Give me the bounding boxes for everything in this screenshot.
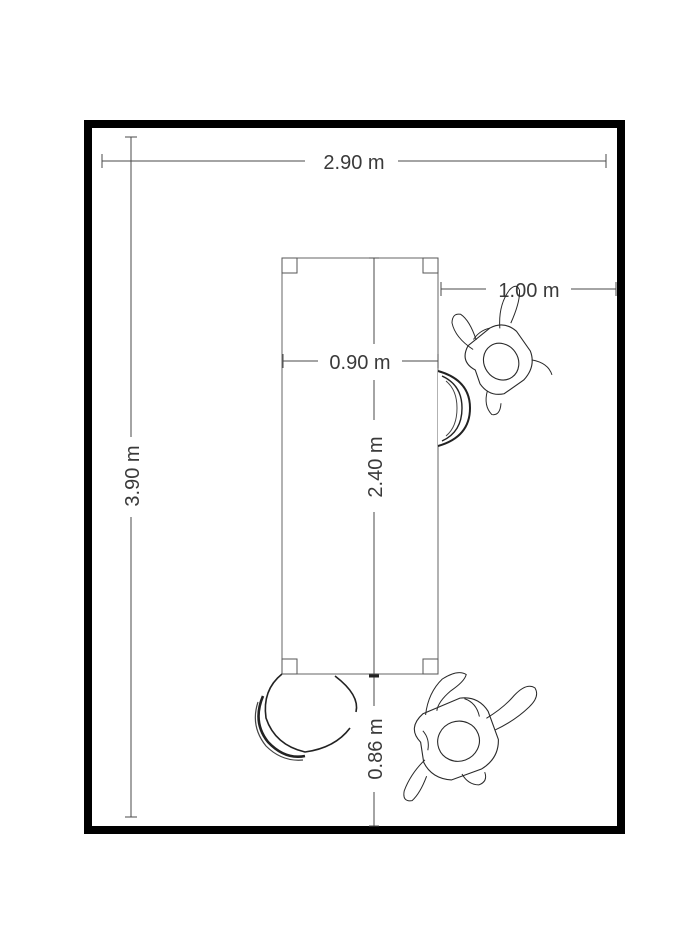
table-leg — [281, 257, 298, 274]
table-width-dimension: 0.90 m — [282, 352, 439, 374]
table-width-label: 0.90 m — [329, 352, 390, 374]
room-width-label: 2.90 m — [323, 152, 384, 174]
table-leg — [422, 257, 439, 274]
person-side — [451, 285, 553, 416]
room-width-dimension: 2.90 m — [101, 152, 607, 174]
table — [281, 257, 439, 675]
side-clearance-dimension: 1.00 m — [440, 280, 617, 302]
side-clearance-label: 1.00 m — [498, 280, 559, 302]
table-length-label: 2.40 m — [365, 436, 387, 497]
chair-side — [437, 370, 472, 447]
table-length-dimension: 2.40 m — [365, 257, 387, 675]
end-clearance-label: 0.86 m — [365, 718, 387, 779]
table-leg — [422, 658, 439, 675]
end-clearance-dimension: 0.86 m — [365, 674, 387, 827]
room-walls — [84, 120, 625, 834]
table-leg — [281, 658, 298, 675]
room-length-label: 3.90 m — [122, 445, 144, 506]
chair-end — [254, 673, 358, 761]
person-end — [403, 672, 538, 802]
room-length-dimension: 3.90 m — [122, 136, 144, 818]
